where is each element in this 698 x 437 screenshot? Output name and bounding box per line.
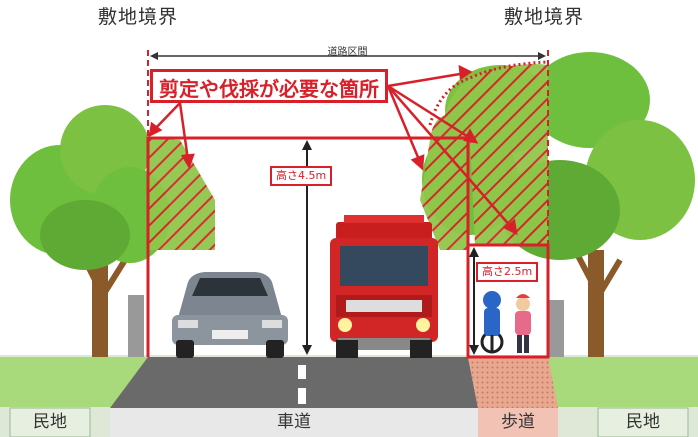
height-label-sidewalk: 高さ2.5m	[476, 262, 539, 282]
right-grass	[548, 357, 698, 407]
private-land-left-band	[9, 407, 91, 437]
sidewalk-label-band	[478, 408, 558, 437]
roadway-label: 車道	[277, 412, 311, 432]
cyclist-icon	[480, 291, 504, 354]
private-land-right-band	[597, 407, 689, 437]
prune-zone-right-lower	[420, 140, 468, 250]
pedestrian-icon	[515, 294, 531, 353]
left-fence	[128, 295, 144, 357]
roadway-asphalt	[110, 357, 478, 408]
roadway-label-band	[110, 408, 478, 437]
road-section-label: 道路区間	[327, 47, 368, 58]
prune-zone-left	[148, 138, 215, 250]
callout-arrows	[148, 64, 518, 236]
boundary-label-right: 敷地境界	[504, 6, 585, 28]
left-tree	[10, 105, 170, 357]
pruning-callout: 剪定や伐採が必要な箇所	[150, 69, 388, 103]
private-land-label-left: 民地	[33, 412, 67, 432]
right-fence	[548, 300, 564, 357]
lane-marking-1	[298, 365, 306, 379]
sidewalk-label: 歩道	[501, 412, 535, 432]
removed-canopy-outline	[428, 60, 549, 126]
height-label-roadway: 高さ4.5m	[270, 166, 333, 186]
fire-truck-icon	[330, 215, 438, 358]
lane-marking-2	[298, 388, 306, 404]
boundary-label-left: 敷地境界	[98, 6, 179, 28]
sidewalk-surface	[468, 357, 558, 408]
prune-zone-right-upper	[430, 64, 548, 245]
car-icon	[172, 272, 288, 358]
private-land-label-right: 民地	[626, 412, 660, 432]
